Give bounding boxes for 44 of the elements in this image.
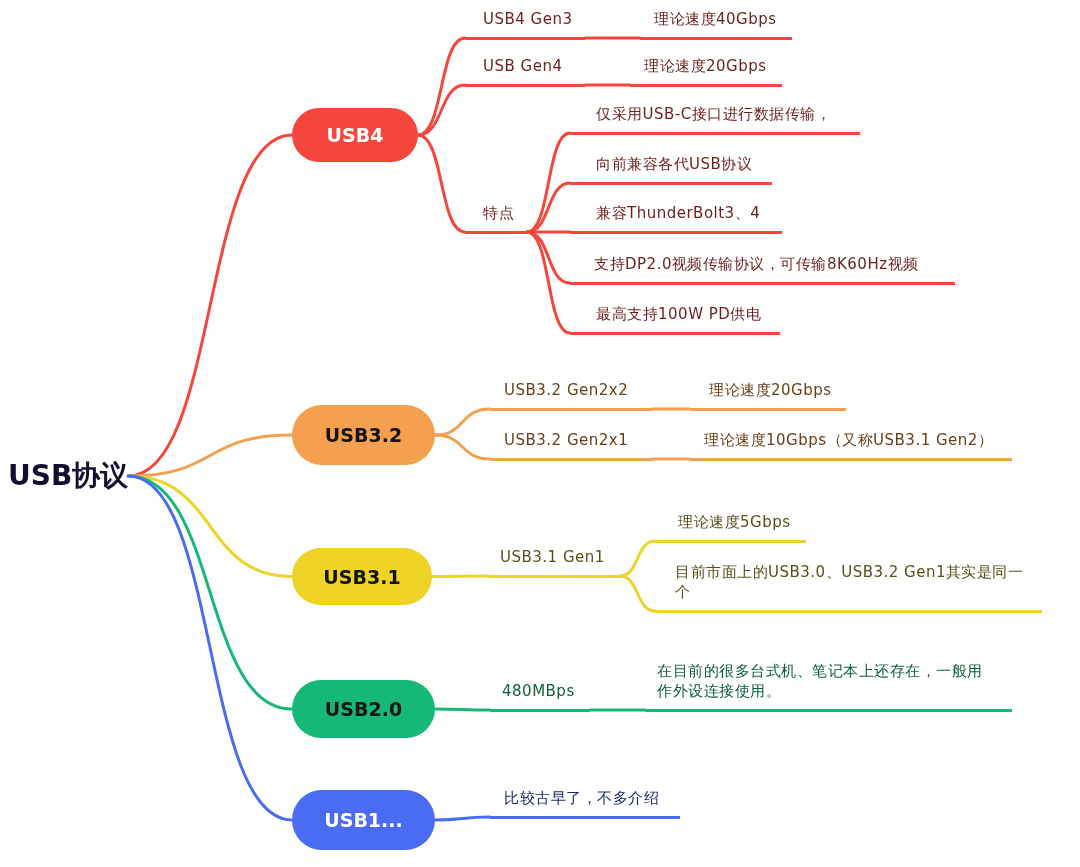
subtopic: 比较古早了，不多介绍 [490,787,680,819]
subtopic: 最高支持100W PD供电 [570,303,780,335]
subtopic: 向前兼容各代USB协议 [570,153,772,185]
main-branch-topic: USB1... [292,790,435,850]
branch-line [650,407,692,411]
subtopic: 目前市面上的USB3.0、USB3.2 Gen1其实是同一个 [655,561,1042,613]
branch-line [433,707,492,712]
subtopic: 理论速度20Gbps [630,55,782,87]
main-branch-topic: USB3.2 [292,405,435,465]
subtopic: USB4 Gen3 [465,8,585,40]
branch-line [126,474,294,822]
branch-line [583,83,632,87]
branch-line [433,407,492,437]
branch-line [618,539,657,578]
branch-line [126,433,294,478]
subtopic: 理论速度5Gbps [655,511,806,543]
branch-line [525,181,572,234]
subtopic: 兼容ThunderBolt3、4 [570,202,782,234]
branch-line [433,815,492,822]
subtopic: USB3.1 Gen1 [488,546,620,578]
branch-line [416,83,467,137]
subtopic: 理论速度40Gbps [640,8,792,40]
subtopic: USB3.2 Gen2x1 [490,429,652,461]
branch-line [650,457,692,461]
subtopic: USB3.2 Gen2x2 [490,379,652,411]
central-topic: USB协议 [8,459,129,493]
branch-line [618,574,657,613]
main-branch-topic: USB2.0 [292,680,435,738]
subtopic: 理论速度10Gbps（又称USB3.1 Gen2） [690,429,1012,461]
branch-line [583,36,642,40]
branch-line [525,230,572,335]
subtopic: 理论速度20Gbps [690,379,846,411]
subtopic: 480MBps [490,680,590,712]
branch-line [433,433,492,461]
branch-line [430,574,490,578]
subtopic: USB Gen4 [465,55,585,87]
subtopic: 仅采用USB-C接口进行数据传输， [570,103,860,135]
branch-line [416,133,467,234]
subtopic: 支持DP2.0视频传输协议，可传输8K60Hz视频 [570,253,955,285]
main-branch-topic: USB4 [292,108,418,162]
branch-line [588,708,647,712]
subtopic: 特点 [465,202,527,234]
subtopic: 在目前的很多台式机、笔记本上还存在，一般用作外设连接使用。 [645,660,1012,712]
main-branch-topic: USB3.1 [292,548,432,605]
